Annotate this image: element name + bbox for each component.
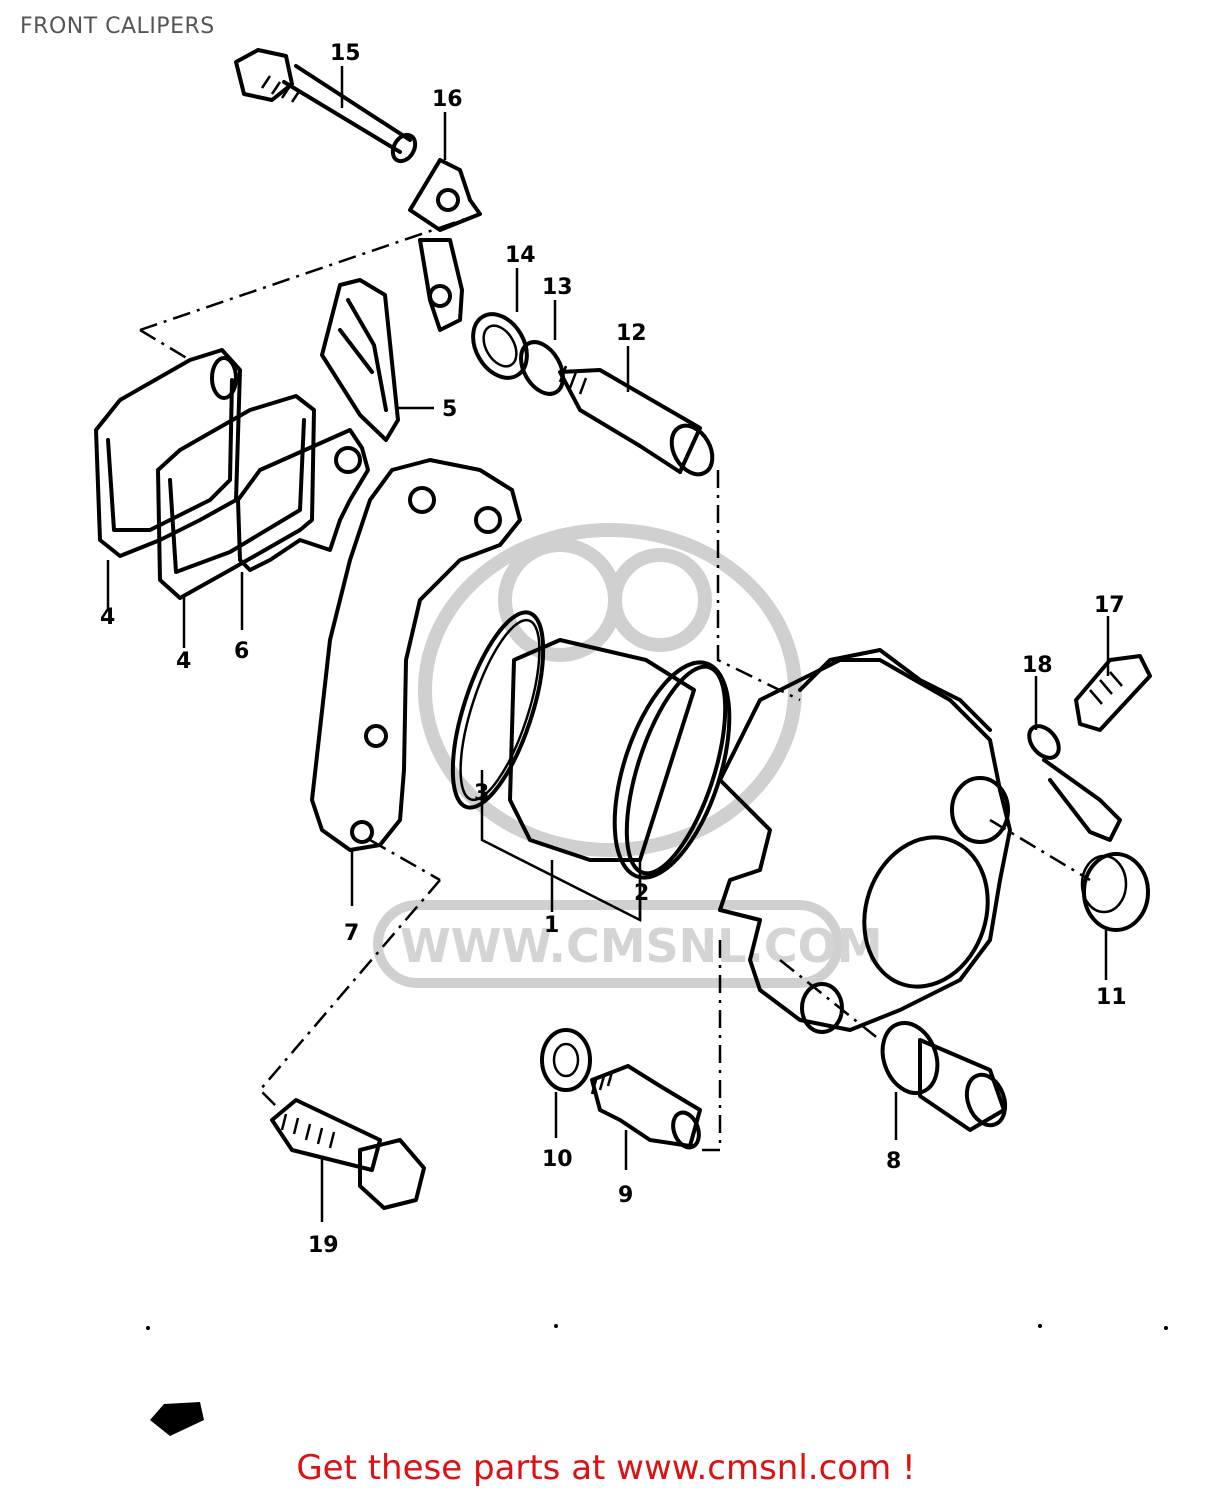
watermark-text: WWW.CMSNL.COM	[400, 919, 883, 973]
callout-6: 6	[234, 639, 249, 664]
part-2-dust-seal[interactable]	[592, 649, 753, 892]
callout-7: 7	[344, 921, 359, 946]
callout-15: 15	[330, 41, 361, 66]
callout-4-inner: 4	[176, 649, 191, 674]
leader-lines	[106, 66, 1110, 1222]
callout-3: 3	[474, 781, 489, 806]
part-6-shim[interactable]	[236, 428, 370, 572]
callout-labels: 15 16 14 13 12 5 4 4 6 17 18 3 2 1 7 11 …	[100, 41, 1127, 1258]
assembly-lines	[139, 212, 1091, 1152]
part-15-bolt[interactable]	[234, 48, 420, 165]
part-19-bolt[interactable]	[270, 1098, 426, 1210]
callout-9: 9	[618, 1183, 633, 1208]
part-4-brake-pad-inner[interactable]	[156, 394, 316, 600]
watermark-logo: WWW.CMSNL.COM	[373, 523, 883, 988]
callout-11: 11	[1096, 985, 1127, 1010]
part-5-pad-spring[interactable]	[320, 278, 400, 442]
part-16-clip[interactable]	[408, 158, 482, 332]
page-title: FRONT CALIPERS	[20, 14, 215, 39]
callout-12: 12	[616, 321, 647, 346]
footer-promo-link[interactable]: Get these parts at www.cmsnl.com !	[296, 1448, 916, 1488]
callout-2: 2	[634, 881, 649, 906]
part-17-bleeder-valve[interactable]	[1074, 654, 1152, 732]
scan-marks	[146, 1324, 1168, 1330]
part-18-bleeder-cap[interactable]	[1023, 720, 1122, 842]
callout-8: 8	[886, 1149, 901, 1174]
part-3-piston-seal[interactable]	[434, 602, 562, 817]
part-1-piston[interactable]	[508, 638, 746, 884]
callout-17: 17	[1094, 593, 1125, 618]
exploded-parts-diagram: WWW.CMSNL.COM	[94, 41, 1168, 1436]
callout-19: 19	[308, 1233, 339, 1258]
callout-10: 10	[542, 1147, 573, 1172]
part-8-slide-pin[interactable]	[873, 1015, 1012, 1132]
part-14-boot[interactable]	[462, 305, 538, 388]
callout-18: 18	[1022, 653, 1053, 678]
callout-5: 5	[442, 397, 457, 422]
callout-1: 1	[544, 913, 559, 938]
callout-14: 14	[505, 243, 536, 268]
part-11-cap[interactable]	[1080, 852, 1150, 932]
callout-13: 13	[542, 275, 573, 300]
callout-16: 16	[432, 87, 463, 112]
part-9-bolt[interactable]	[590, 1064, 703, 1151]
callout-4-outer: 4	[100, 605, 115, 630]
part-4-brake-pad-outer[interactable]	[94, 348, 242, 558]
part-10-washer[interactable]	[540, 1028, 592, 1092]
caliper-body[interactable]	[718, 648, 1012, 1034]
direction-arrow-icon	[150, 1402, 204, 1436]
part-12-slide-pin[interactable]	[558, 365, 721, 482]
part-13-washer[interactable]	[512, 335, 571, 401]
part-7-caliper-bracket[interactable]	[310, 458, 522, 852]
